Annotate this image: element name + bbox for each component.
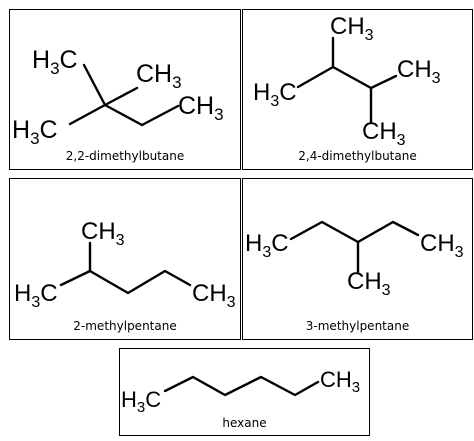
structure-3-methylpentane: H3C CH3 CH3 (245, 220, 464, 299)
structure-2-4-dimethylbutane: CH3 H3C CH3 CH3 (253, 13, 441, 149)
atom-label: H3C (121, 387, 161, 416)
molecule-name: 2,2-dimethylbutane (65, 149, 185, 163)
molecule-panel-2-2-dimethylbutane: H3C CH3 CH3 H3C 2,2-dimethylbutane (9, 9, 241, 170)
atom-label: H3C (245, 230, 289, 261)
structure-2-methylpentane: CH3 H3C CH3 (14, 218, 236, 311)
bond (82, 63, 139, 107)
molecule-name: 2,4-dimethylbutane (298, 149, 417, 163)
structure-2-2-dimethylbutane: H3C CH3 CH3 H3C (12, 46, 224, 148)
atom-label: CH3 (347, 268, 391, 299)
bond (296, 65, 398, 90)
bond (289, 220, 420, 244)
atom-label: CH3 (397, 56, 441, 87)
bond (163, 375, 320, 397)
molecule-panel-3-methylpentane: H3C CH3 CH3 3-methylpentane (242, 178, 473, 340)
atom-label: CH3 (178, 92, 224, 124)
molecule-panel-hexane: H3C CH3 hexane (119, 348, 370, 436)
structure-hexane: H3C CH3 (121, 367, 360, 416)
atom-label: CH3 (420, 230, 464, 261)
molecule-panel-2-methylpentane: CH3 H3C CH3 2-methylpentane (9, 178, 241, 340)
bond (59, 269, 192, 295)
atom-label: CH3 (136, 60, 182, 92)
atom-label: CH3 (81, 218, 125, 249)
atom-label: H3C (32, 46, 78, 78)
molecule-panel-2-4-dimethylbutane: CH3 H3C CH3 CH3 2,4-dimethylbutane (242, 9, 473, 170)
atom-label: H3C (12, 116, 58, 148)
bond (103, 103, 144, 127)
atom-label: CH3 (330, 13, 374, 44)
molecule-name: 3-methylpentane (305, 319, 410, 333)
atom-label: CH3 (192, 280, 236, 311)
molecule-name: hexane (222, 416, 267, 430)
atom-label: CH3 (362, 118, 406, 149)
atom-label: H3C (253, 79, 297, 110)
atom-label: H3C (14, 280, 58, 311)
molecule-name: 2-methylpentane (73, 319, 177, 333)
bond (68, 103, 107, 126)
bond (140, 104, 180, 127)
atom-label: CH3 (320, 367, 360, 396)
